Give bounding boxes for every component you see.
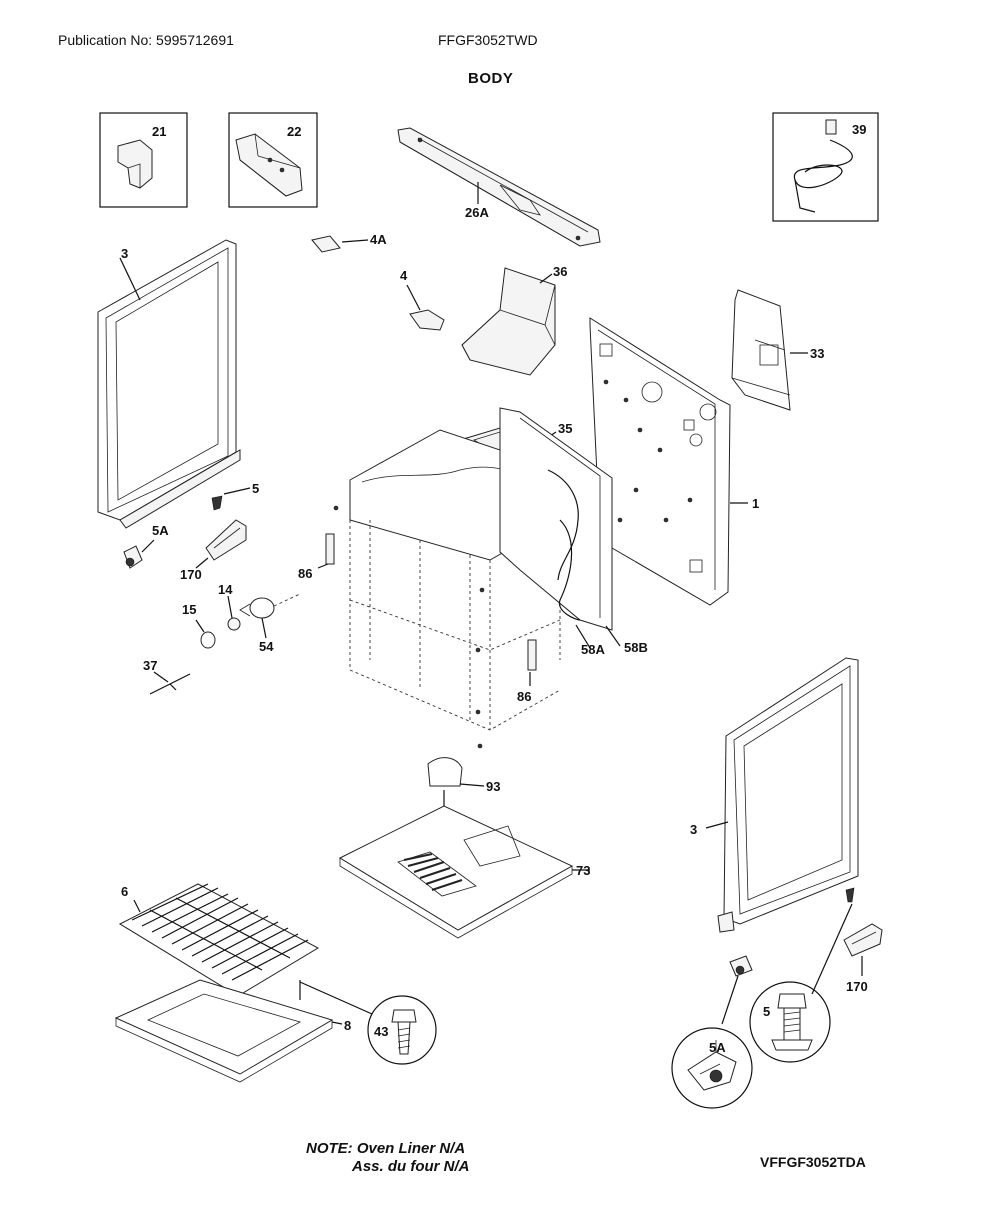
- label-4: 4: [400, 268, 408, 283]
- label-3-left: 3: [121, 246, 128, 261]
- label-3-right: 3: [690, 822, 697, 837]
- label-58b: 58B: [624, 640, 648, 655]
- note-line-1: NOTE: Oven Liner N/A: [306, 1140, 466, 1157]
- part-5-screw-right: [811, 887, 855, 995]
- publication-number: Publication No: 5995712691: [58, 32, 234, 48]
- label-1: 1: [752, 496, 759, 511]
- inset-box-22: 22: [228, 112, 318, 208]
- part-54-lamp-socket: 54: [239, 593, 301, 654]
- label-54: 54: [259, 639, 274, 654]
- part-1-back-panel: 1: [589, 317, 759, 606]
- part-58-front-frame: 58A 58B: [499, 407, 648, 657]
- part-6-oven-rack: 6: [118, 883, 320, 997]
- label-5: 5: [252, 481, 259, 496]
- model-number: FFGF3052TWD: [438, 32, 538, 48]
- label-21: 21: [152, 124, 166, 139]
- diagram-code: VFFGF3052TDA: [760, 1154, 866, 1170]
- part-14-lamp-ring: 14: [218, 582, 241, 631]
- part-37-wire: 37: [143, 658, 191, 695]
- label-93: 93: [486, 779, 500, 794]
- label-35: 35: [558, 421, 572, 436]
- label-58a: 58A: [581, 642, 605, 657]
- part-4a-clip: 4A: [311, 232, 387, 253]
- part-86-hinge-bottom: 86: [517, 639, 537, 704]
- label-22: 22: [287, 124, 301, 139]
- label-26a: 26A: [465, 205, 489, 220]
- part-8-drawer: 8: [114, 979, 351, 1083]
- label-86-top: 86: [298, 566, 312, 581]
- inset-box-39: 39: [772, 112, 879, 222]
- part-36-vent-duct: 36: [461, 264, 567, 376]
- part-5a-roller-left: 5A: [123, 523, 169, 569]
- label-14: 14: [218, 582, 233, 597]
- part-73-oven-bottom: 73: [338, 790, 590, 939]
- label-8: 8: [344, 1018, 351, 1033]
- part-15-bulb: 15: [182, 602, 216, 649]
- label-5-detail: 5: [763, 1004, 770, 1019]
- label-39: 39: [852, 122, 866, 137]
- part-43-bolt-detail: 43: [299, 980, 437, 1065]
- part-5-detail-circle: 5: [749, 981, 831, 1063]
- part-93-knob: 93: [427, 757, 500, 794]
- label-37: 37: [143, 658, 157, 673]
- part-5-screw-left: 5: [211, 481, 259, 511]
- label-5a: 5A: [152, 523, 169, 538]
- label-4a: 4A: [370, 232, 387, 247]
- part-170-hinge-right: 170: [843, 923, 883, 994]
- label-73: 73: [576, 863, 590, 878]
- part-3-right-frame: 3: [690, 657, 859, 933]
- label-43: 43: [374, 1024, 388, 1039]
- section-title: BODY: [468, 70, 514, 87]
- part-26a-bracket: 26A: [397, 127, 601, 247]
- label-170: 170: [180, 567, 202, 582]
- label-6: 6: [121, 884, 128, 899]
- label-5a-detail: 5A: [709, 1040, 726, 1055]
- part-5a-detail-circle: 5A: [671, 1027, 753, 1109]
- part-3-left-frame: 3: [97, 239, 241, 529]
- part-170-hinge-left: 170: [180, 519, 247, 582]
- inset-box-21: 21: [99, 112, 188, 208]
- label-170-right: 170: [846, 979, 868, 994]
- part-4-clip: 4: [400, 268, 445, 331]
- label-15: 15: [182, 602, 196, 617]
- label-86-bottom: 86: [517, 689, 531, 704]
- note-line-2: Ass. du four N/A: [352, 1158, 470, 1175]
- part-5a-roller-right: [721, 955, 753, 1025]
- part-33-panel: 33: [731, 289, 824, 411]
- label-36: 36: [553, 264, 567, 279]
- label-33: 33: [810, 346, 824, 361]
- part-86-hinge-top: 86: [298, 533, 335, 581]
